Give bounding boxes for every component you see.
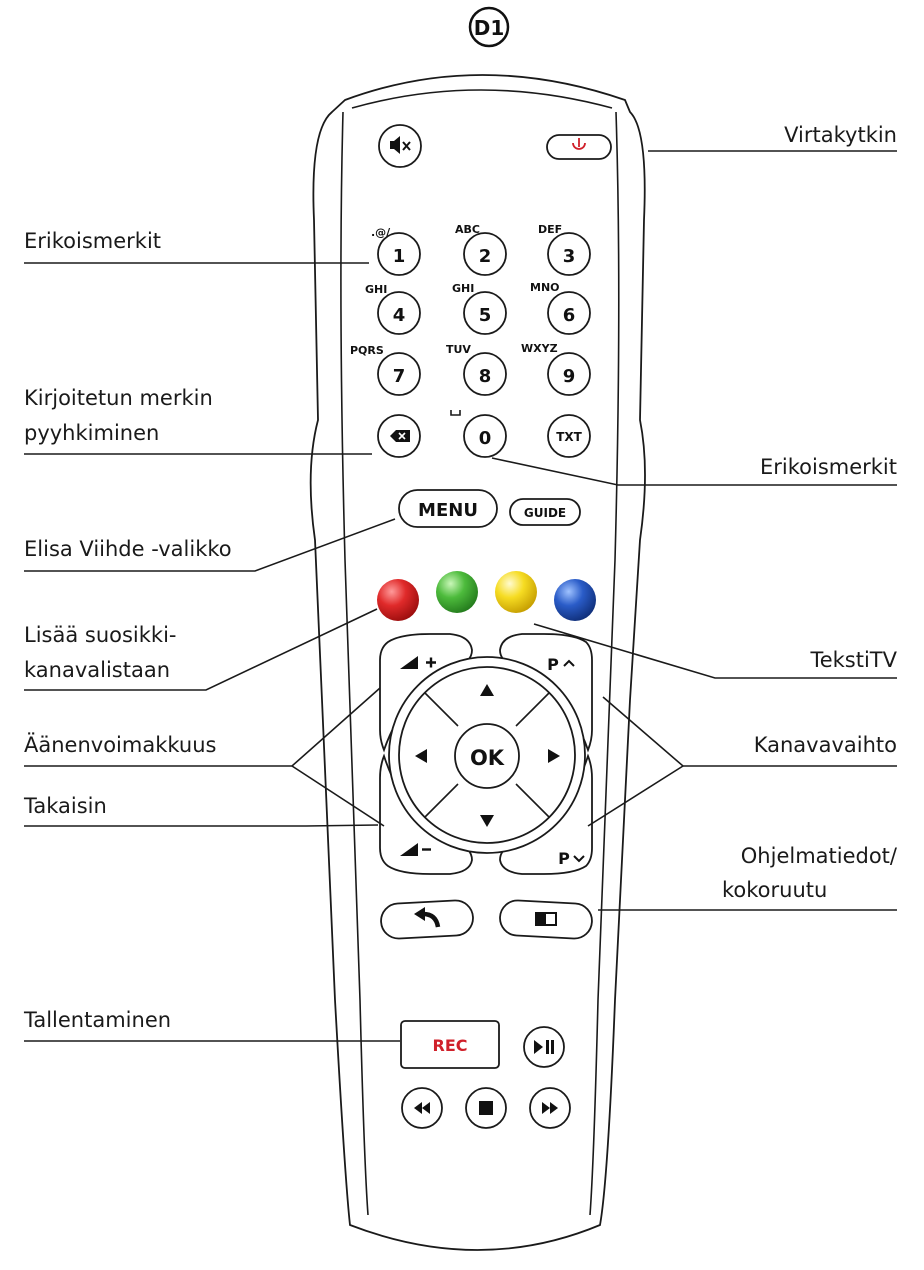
- key-6-label: 6: [563, 305, 576, 326]
- stop-icon: [479, 1101, 493, 1115]
- key-3-sublabel: DEF: [538, 223, 562, 236]
- key-4-sublabel: GHI: [365, 283, 387, 296]
- number-key-3[interactable]: 3 DEF: [538, 223, 591, 276]
- rec-button[interactable]: REC: [400, 1020, 500, 1069]
- volume-down-icon: [400, 843, 431, 856]
- ok-label: OK: [470, 746, 505, 770]
- label-lisaa-2: kanavalistaan: [24, 658, 170, 682]
- label-erikoismerkit-1: Erikoismerkit: [24, 229, 161, 253]
- chevron-up-icon: [563, 659, 575, 667]
- arrow-right-icon: [548, 749, 560, 763]
- mute-button[interactable]: [378, 124, 422, 168]
- label-ohjelmatiedot-2: kokoruutu: [722, 878, 827, 902]
- navigation-pad: OK: [388, 656, 586, 854]
- number-key-7[interactable]: 7 PQRS: [350, 344, 421, 396]
- fast-forward-button[interactable]: [529, 1087, 571, 1129]
- green-button[interactable]: [436, 571, 478, 613]
- label-elisa-viihde: Elisa Viihde -valikko: [24, 537, 232, 561]
- rewind-button[interactable]: [401, 1087, 443, 1129]
- label-aanenvoimakkuus: Äänenvoimakkuus: [24, 732, 216, 757]
- label-kanavavaihto: Kanavavaihto: [754, 733, 897, 757]
- nav-left-button[interactable]: [415, 749, 427, 763]
- key-0-label: 0: [479, 428, 492, 449]
- key-5-label: 5: [479, 305, 492, 326]
- number-key-0[interactable]: 0: [450, 410, 507, 458]
- nav-down-button[interactable]: [480, 815, 494, 827]
- power-icon: [572, 138, 586, 150]
- key-1-sublabel: .@/: [371, 226, 391, 239]
- number-key-6[interactable]: 6 MNO: [530, 281, 591, 335]
- space-symbol-icon: [450, 410, 461, 416]
- key-5-sublabel: GHI: [452, 282, 474, 295]
- callout-lines: [24, 150, 897, 1042]
- red-button[interactable]: [377, 579, 419, 621]
- key-3-label: 3: [563, 246, 576, 267]
- rec-label: REC: [433, 1036, 468, 1055]
- number-key-8[interactable]: 8 TUV: [446, 343, 507, 396]
- rewind-icon: [414, 1102, 430, 1114]
- key-9-sublabel: WXYZ: [521, 342, 558, 355]
- label-erikoismerkit-0: Erikoismerkit: [760, 455, 897, 479]
- blue-button[interactable]: [554, 579, 596, 621]
- figure-badge: D1: [468, 6, 510, 48]
- back-button[interactable]: [380, 899, 474, 940]
- txt-button[interactable]: TXT: [547, 414, 591, 458]
- key-7-label: 7: [393, 366, 406, 387]
- arrow-down-icon: [480, 815, 494, 827]
- ok-button[interactable]: OK: [454, 723, 520, 789]
- number-key-4[interactable]: 4 GHI: [365, 283, 421, 335]
- label-takaisin: Takaisin: [23, 794, 107, 818]
- key-7-sublabel: PQRS: [350, 344, 384, 357]
- channel-up-label: P: [547, 655, 559, 674]
- fast-forward-icon: [542, 1102, 558, 1114]
- key-4-label: 4: [393, 305, 406, 326]
- number-key-2[interactable]: 2 ABC: [455, 223, 507, 276]
- label-tallentaminen: Tallentaminen: [23, 1008, 171, 1032]
- channel-down-label: P: [558, 849, 570, 868]
- volume-up-icon: [400, 656, 436, 669]
- backspace-button[interactable]: [377, 414, 421, 458]
- number-key-1[interactable]: 1 .@/: [371, 226, 421, 276]
- key-2-sublabel: ABC: [455, 223, 480, 236]
- screen-icon: [535, 912, 557, 926]
- number-key-5[interactable]: 5 GHI: [452, 282, 507, 335]
- txt-label: TXT: [556, 430, 582, 444]
- key-9-label: 9: [563, 366, 576, 387]
- yellow-button[interactable]: [495, 571, 537, 613]
- label-ohjelmatiedot-1: Ohjelmatiedot/: [741, 844, 898, 868]
- menu-button[interactable]: MENU: [398, 489, 498, 528]
- nav-right-button[interactable]: [548, 749, 560, 763]
- info-fullscreen-button[interactable]: [499, 899, 593, 940]
- label-kirjoitetun-2: pyyhkiminen: [24, 421, 159, 445]
- stop-button[interactable]: [465, 1087, 507, 1129]
- callout-labels: Virtakytkin Erikoismerkit Kirjoitetun me…: [23, 123, 898, 1032]
- menu-label: MENU: [418, 500, 478, 521]
- arrow-up-icon: [480, 684, 494, 696]
- key-1-label: 1: [393, 246, 406, 267]
- key-8-sublabel: TUV: [446, 343, 471, 356]
- key-2-label: 2: [479, 246, 492, 267]
- key-6-sublabel: MNO: [530, 281, 560, 294]
- arrow-left-icon: [415, 749, 427, 763]
- number-key-9[interactable]: 9 WXYZ: [521, 342, 591, 396]
- guide-label: GUIDE: [524, 506, 566, 520]
- label-lisaa-1: Lisää suosikki-: [24, 623, 177, 647]
- chevron-down-icon: [573, 855, 585, 863]
- backspace-icon: [390, 430, 410, 442]
- label-virtakytkin: Virtakytkin: [784, 123, 897, 147]
- label-tekstitv: TekstiTV: [809, 648, 897, 672]
- badge-text: D1: [474, 16, 505, 40]
- guide-button[interactable]: GUIDE: [509, 498, 581, 526]
- play-pause-icon: [534, 1040, 554, 1054]
- play-pause-button[interactable]: [523, 1026, 565, 1068]
- power-button[interactable]: [546, 134, 612, 160]
- nav-up-button[interactable]: [480, 684, 494, 696]
- label-kirjoitetun-1: Kirjoitetun merkin: [24, 386, 213, 410]
- mute-icon: [390, 136, 411, 154]
- back-arrow-icon: [414, 907, 441, 928]
- key-8-label: 8: [479, 366, 492, 387]
